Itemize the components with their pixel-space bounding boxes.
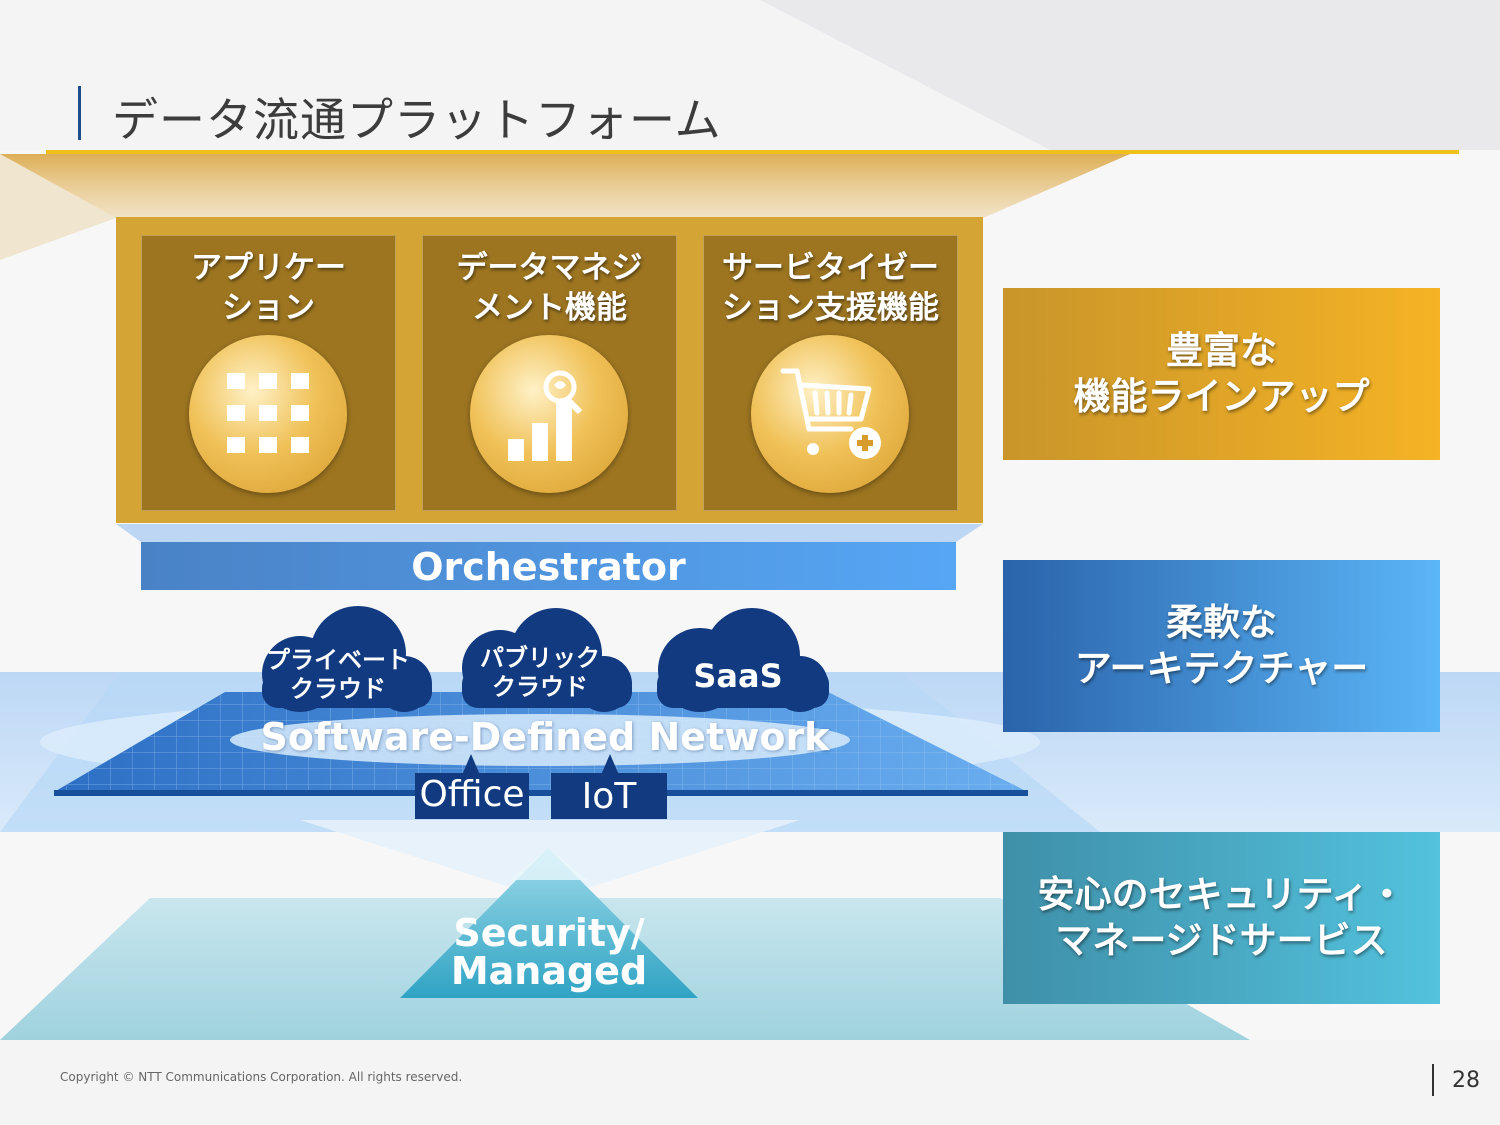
copyright: Copyright © NTT Communications Corporati…: [60, 1070, 463, 1084]
function-card-data-management: データマネジ メント機能: [422, 235, 677, 511]
data-analytics-icon: [470, 335, 628, 493]
function-card-servitization: サービタイゼー ション支援機能: [703, 235, 958, 511]
function-label: サービタイゼー ション支援機能: [722, 250, 939, 326]
private-cloud-label: プライベート クラウド: [266, 646, 410, 703]
app-grid-icon: [189, 335, 347, 493]
iot-label: IoT: [581, 776, 637, 817]
title-accent-bar: [78, 86, 81, 140]
sdn-label: Software-Defined Network: [260, 715, 830, 759]
function-label: データマネジ メント機能: [456, 250, 643, 326]
function-card-application: アプリケー ション: [141, 235, 396, 511]
page-title: データ流通プラットフォーム: [112, 93, 722, 147]
saas-cloud-label: SaaS: [693, 657, 783, 695]
feature-box-rich-lineup: 豊富な機能ラインアップ: [1003, 288, 1440, 460]
page-number-divider: [1432, 1064, 1434, 1096]
office-label: Office: [419, 774, 525, 815]
saas-cloud-icon: [657, 608, 829, 712]
private-cloud-icon: [262, 606, 432, 712]
feature-box-security-managed: 安心のセキュリティ・マネージドサービス: [1003, 832, 1440, 1004]
orchestrator-label: Orchestrator: [411, 545, 686, 589]
shopping-cart-add-icon: [751, 335, 909, 493]
title-underline: [46, 150, 1459, 154]
public-cloud-icon: [462, 608, 632, 712]
function-label: アプリケー ション: [191, 250, 346, 326]
public-cloud-label: パブリック クラウド: [480, 644, 600, 701]
feature-box-flexible-architecture: 柔軟なアーキテクチャー: [1003, 560, 1440, 732]
security-managed-label: Security/ Managed: [450, 911, 648, 993]
page-number: 28: [1452, 1068, 1480, 1093]
